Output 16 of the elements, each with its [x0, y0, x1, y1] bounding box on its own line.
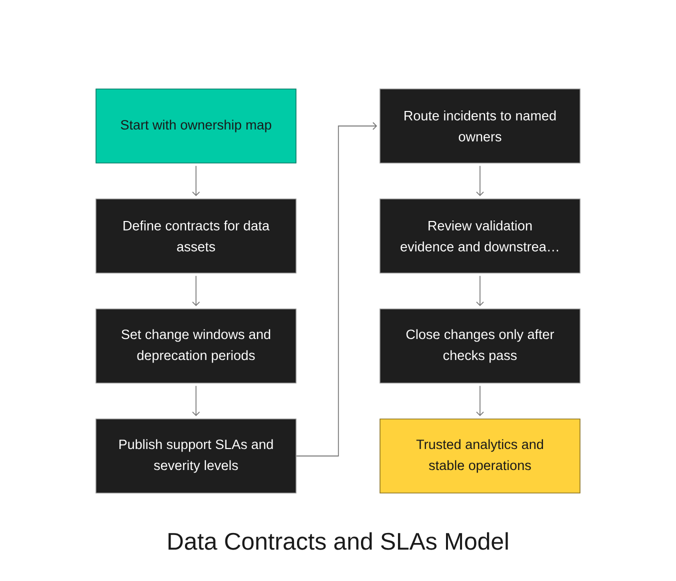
- process-box: Publish support SLAs and severity levels: [96, 418, 296, 494]
- process-box: Trusted analytics and stable operations: [380, 418, 580, 494]
- arrow: [476, 165, 484, 196]
- process-box: Start with ownership map: [96, 88, 296, 164]
- arrow: [476, 275, 484, 306]
- process-box: Review validation evidence and downstrea…: [380, 198, 580, 274]
- arrow: [192, 275, 200, 306]
- arrow: [476, 385, 484, 416]
- arrow: [192, 165, 200, 196]
- process-box: Define contracts for data assets: [96, 198, 296, 274]
- process-box: Route incidents to named owners: [380, 88, 580, 164]
- arrow: [192, 385, 200, 416]
- process-box: Set change windows and deprecation periods: [96, 308, 296, 384]
- arrow: [296, 122, 378, 456]
- process-box: Close changes only after checks pass: [380, 308, 580, 384]
- caption: Data Contracts and SLAs Model: [168, 532, 508, 550]
